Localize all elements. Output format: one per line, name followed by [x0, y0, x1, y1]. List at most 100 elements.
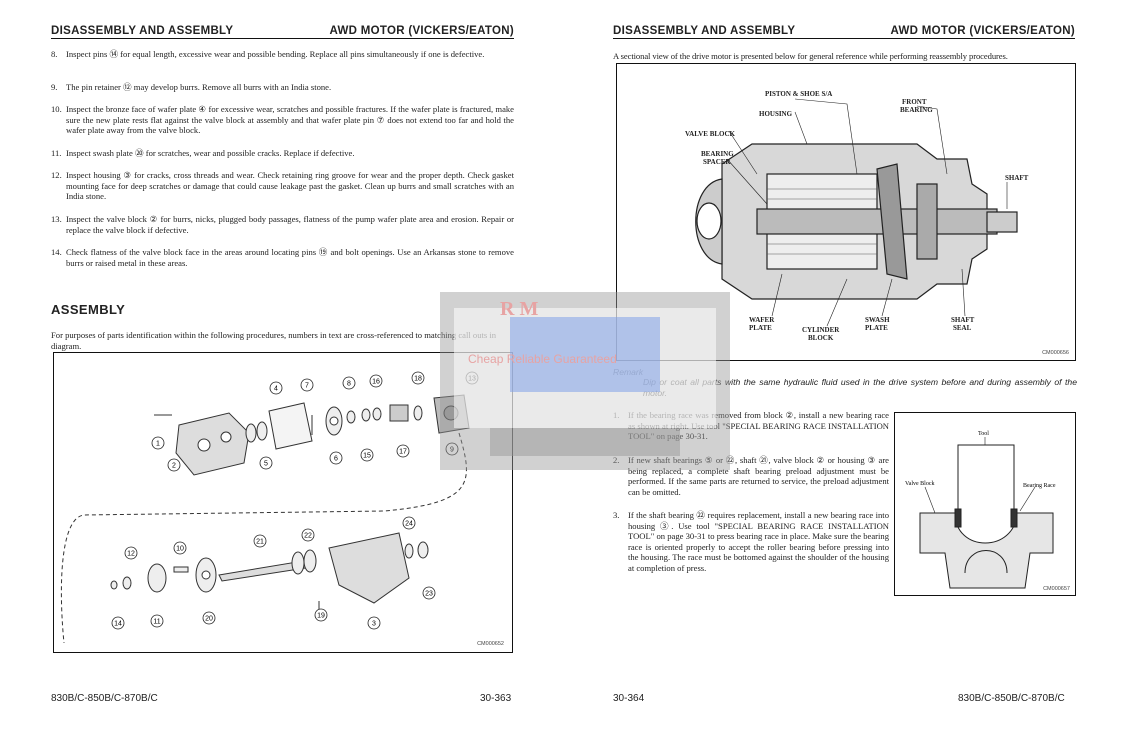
- item-text: If the bearing race was removed from blo…: [628, 410, 889, 442]
- item-number: 13.: [51, 214, 62, 224]
- remark-text: Dip or coat all parts with the same hydr…: [643, 377, 1077, 398]
- list-item: 12.Inspect housing ③ for cracks, cross t…: [51, 170, 514, 202]
- item-text: Inspect the bronze face of wafer plate ④…: [66, 104, 514, 136]
- callout-number: 15: [363, 453, 371, 460]
- callout-20: 20: [202, 611, 216, 625]
- callout-circle: [314, 608, 328, 622]
- assembly-heading: ASSEMBLY: [51, 302, 126, 317]
- callout-number: 5: [264, 461, 268, 468]
- sectional-view-figure: PISTON & SHOE S/A HOUSING FRONT BEARING …: [616, 63, 1076, 361]
- callout-number: 14: [114, 621, 122, 628]
- callout-10: 10: [173, 541, 187, 555]
- callout-number: 24: [405, 521, 413, 528]
- callout-number: 7: [305, 383, 309, 390]
- item-number: 14.: [51, 247, 62, 257]
- callout-17: 17: [396, 444, 410, 458]
- header-topic: AWD MOTOR (VICKERS/EATON): [329, 25, 514, 37]
- left-page-header: DISASSEMBLY AND ASSEMBLY AWD MOTOR (VICK…: [51, 25, 514, 39]
- label-bearing-race: Bearing Race: [1023, 483, 1056, 489]
- callout-1: 1: [151, 436, 165, 450]
- callout-circle: [150, 614, 164, 628]
- label-shaft: SHAFT: [1005, 174, 1029, 182]
- callout-number: 12: [127, 551, 135, 558]
- item-number: 3.: [613, 510, 620, 520]
- item-number: 2.: [613, 455, 620, 465]
- left-footer-model: 830B/C-850B/C-870B/C: [51, 693, 158, 704]
- callout-number: 20: [205, 616, 213, 623]
- callout-9: 9: [445, 442, 459, 456]
- callout-15: 15: [360, 448, 374, 462]
- remark-title: Remark: [613, 367, 644, 377]
- callout-circle: [151, 436, 165, 450]
- callout-number: 1: [156, 441, 160, 448]
- callout-2: 2: [167, 458, 181, 472]
- callout-circle: [422, 586, 436, 600]
- callout-circle: [360, 448, 374, 462]
- label-front-bearing-1: FRONT: [902, 98, 927, 106]
- item-number: 10.: [51, 104, 62, 114]
- callout-circle: [111, 616, 125, 630]
- item-text: If the shaft bearing ㉒ requires replacem…: [628, 510, 889, 573]
- callout-number: 22: [304, 533, 312, 540]
- callout-22: 22: [301, 528, 315, 542]
- callout-circle: [396, 444, 410, 458]
- right-page-header: DISASSEMBLY AND ASSEMBLY AWD MOTOR (VICK…: [613, 25, 1075, 39]
- figure-id: CM000656: [1042, 350, 1069, 356]
- callout-circle: [269, 381, 283, 395]
- callout-19: 19: [314, 608, 328, 622]
- label-piston-shoe: PISTON & SHOE S/A: [765, 90, 832, 98]
- sectional-view-intro: A sectional view of the drive motor is p…: [613, 51, 1008, 61]
- right-footer-page: 30-364: [613, 693, 645, 704]
- list-item: 8.Inspect pins ⑭ for equal length, exces…: [51, 49, 514, 60]
- label-bearing-spacer-1: BEARING: [701, 150, 734, 158]
- label-shaft-seal-1: SHAFT: [951, 316, 975, 324]
- callout-circle: [329, 451, 343, 465]
- callout-circle: [402, 516, 416, 530]
- callout-circle: [445, 442, 459, 456]
- callout-number: 4: [274, 386, 278, 393]
- list-item: 14.Check flatness of the valve block fac…: [51, 247, 514, 268]
- label-housing: HOUSING: [759, 110, 793, 118]
- label-cylinder-block-2: BLOCK: [808, 334, 834, 342]
- callout-circle: [259, 456, 273, 470]
- label-wafer-plate-2: PLATE: [749, 324, 772, 332]
- item-text: Inspect the valve block ② for burrs, nic…: [66, 214, 514, 235]
- callout-13: 13: [465, 371, 479, 385]
- watermark-letters: R M: [500, 298, 539, 320]
- callout-number: 9: [450, 447, 454, 454]
- label-wafer-plate-1: WAFER: [749, 316, 775, 324]
- callout-16: 16: [369, 374, 383, 388]
- header-topic: AWD MOTOR (VICKERS/EATON): [890, 25, 1075, 37]
- label-swash-plate-2: PLATE: [865, 324, 888, 332]
- label-valve-block: VALVE BLOCK: [685, 130, 736, 138]
- item-number: 9.: [51, 82, 58, 92]
- list-item: 9.The pin retainer ⑫ may develop burrs. …: [51, 82, 514, 93]
- item-number: 1.: [613, 410, 620, 420]
- label-swash-plate-1: SWASH: [865, 316, 890, 324]
- callout-number: 18: [414, 376, 422, 383]
- label-tool: Tool: [978, 431, 989, 437]
- callout-number: 23: [425, 591, 433, 598]
- callout-14: 14: [111, 616, 125, 630]
- assembly-intro: For purposes of parts identification wit…: [51, 330, 497, 351]
- figure-id: CM000652: [477, 641, 504, 647]
- callout-number: 3: [372, 621, 376, 628]
- callout-circle: [411, 371, 425, 385]
- label-shaft-seal-2: SEAL: [953, 324, 972, 332]
- list-item: 2.If new shaft bearings ⑤ or ㉒, shaft ㉑,…: [613, 455, 889, 497]
- list-item: 13. Inspect the valve block ② for burrs, …: [51, 214, 514, 235]
- callout-6: 6: [329, 451, 343, 465]
- list-item: 10. Inspect the bronze face of wafer plat…: [51, 104, 514, 136]
- bearing-race-figure: Tool Valve Block Bearing Race CM000657: [894, 412, 1076, 596]
- callout-number: 21: [256, 539, 264, 546]
- callout-number: 8: [347, 381, 351, 388]
- label-cylinder-block-1: CYLINDER: [802, 326, 840, 334]
- callout-circle: [202, 611, 216, 625]
- header-section: DISASSEMBLY AND ASSEMBLY: [51, 25, 234, 37]
- right-footer-model: 830B/C-850B/C-870B/C: [958, 693, 1065, 704]
- item-number: 11.: [51, 148, 62, 158]
- callout-7: 7: [300, 378, 314, 392]
- callout-circle: [300, 378, 314, 392]
- callout-3: 3: [367, 616, 381, 630]
